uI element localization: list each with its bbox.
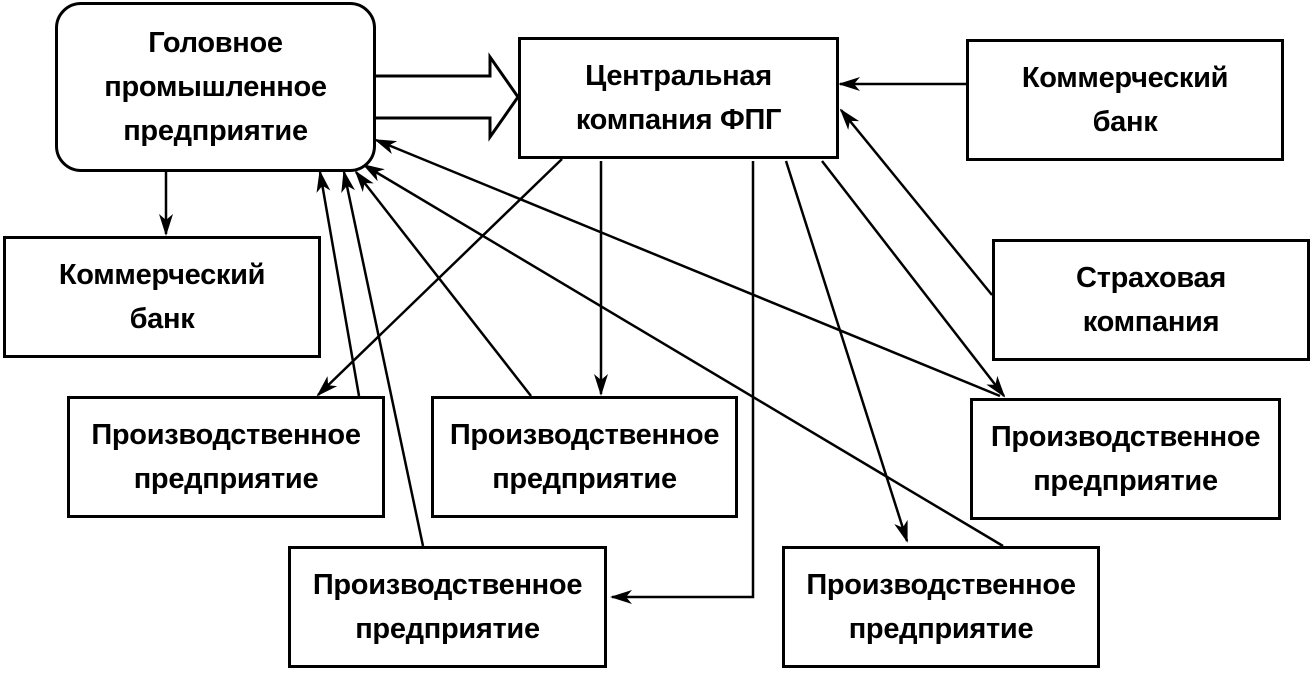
production-enterprise-node-1: Производственное предприятие — [67, 396, 385, 518]
edge-prod4-to-head — [374, 138, 1001, 398]
commercial-bank-left-node: Коммерческий банк — [3, 236, 321, 358]
production-enterprise-node-2: Производственное предприятие — [431, 396, 738, 518]
edge-prod1-to-head — [316, 170, 361, 397]
head-enterprise-node: Головное промышленное предприятие — [55, 2, 376, 172]
edge-prod5-to-head — [362, 163, 1004, 548]
edge-head-to-central — [376, 52, 520, 142]
production-enterprise-node-3: Производственное предприятие — [288, 546, 607, 668]
commercial-bank-right-node: Коммерческий банк — [966, 39, 1284, 161]
insurance-company-node: Страховая компания — [992, 239, 1310, 361]
production-enterprise-node-4: Производственное предприятие — [970, 398, 1281, 520]
edge-prod3-to-head — [341, 170, 425, 547]
edge-central-to-prod3 — [610, 161, 755, 604]
edge-central-to-prod1 — [316, 158, 563, 397]
edge-central-to-prod4 — [821, 160, 1006, 398]
edge-insurance-to-central — [839, 108, 993, 296]
edge-prod2-to-head — [354, 170, 532, 397]
production-enterprise-node-5: Производственное предприятие — [782, 546, 1100, 668]
central-company-node: Центральная компания ФПГ — [518, 37, 839, 159]
